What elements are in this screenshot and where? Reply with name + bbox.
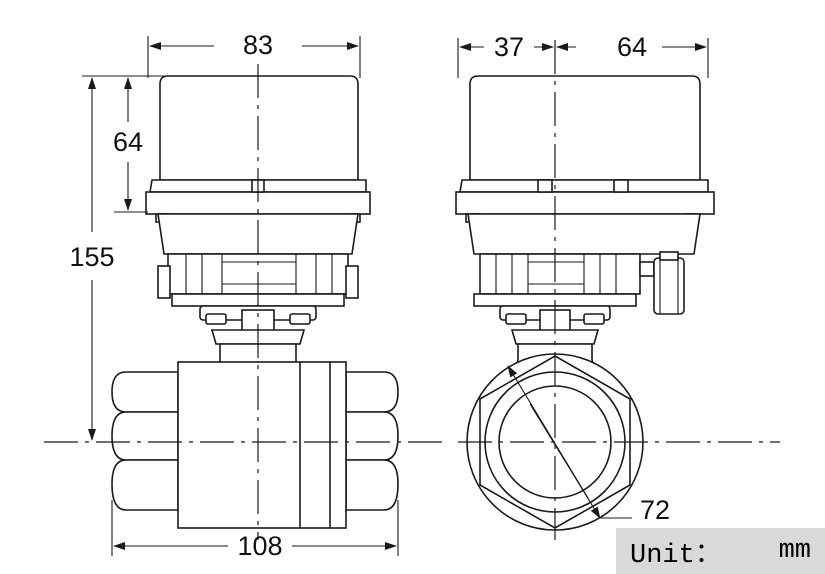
dim-front-width: 83 xyxy=(243,30,273,60)
dim-port-diameter: 72 xyxy=(640,495,670,525)
front-stem-nuts xyxy=(199,305,317,345)
unit-label: Unit： xyxy=(630,541,722,571)
dim-total-height: 155 xyxy=(69,242,114,272)
front-right-end xyxy=(345,371,399,511)
side-dimensions: 37 64 xyxy=(457,32,709,78)
side-bracket xyxy=(473,253,641,307)
dim-side-right: 64 xyxy=(617,32,647,62)
side-indicator-1 xyxy=(537,179,553,193)
front-view xyxy=(44,64,444,540)
front-dimensions: 83 64 155 108 xyxy=(69,30,399,561)
side-actuator-cover xyxy=(469,75,701,181)
front-valve-body xyxy=(177,361,347,529)
side-indicator-2 xyxy=(613,179,629,193)
side-view: 72 xyxy=(455,40,780,540)
front-actuator-cover xyxy=(159,75,359,181)
front-left-end xyxy=(111,371,179,511)
side-base-housing xyxy=(467,213,701,255)
dim-body-length: 108 xyxy=(237,531,282,561)
side-cover-skirt xyxy=(459,179,709,193)
unit-label-box: Unit： mm xyxy=(616,528,825,574)
side-cover-lip xyxy=(455,191,715,215)
dim-actuator-height: 64 xyxy=(113,127,143,157)
dim-side-left: 37 xyxy=(494,32,524,62)
unit-value: mm xyxy=(778,536,811,566)
side-cable-gland xyxy=(639,251,685,315)
